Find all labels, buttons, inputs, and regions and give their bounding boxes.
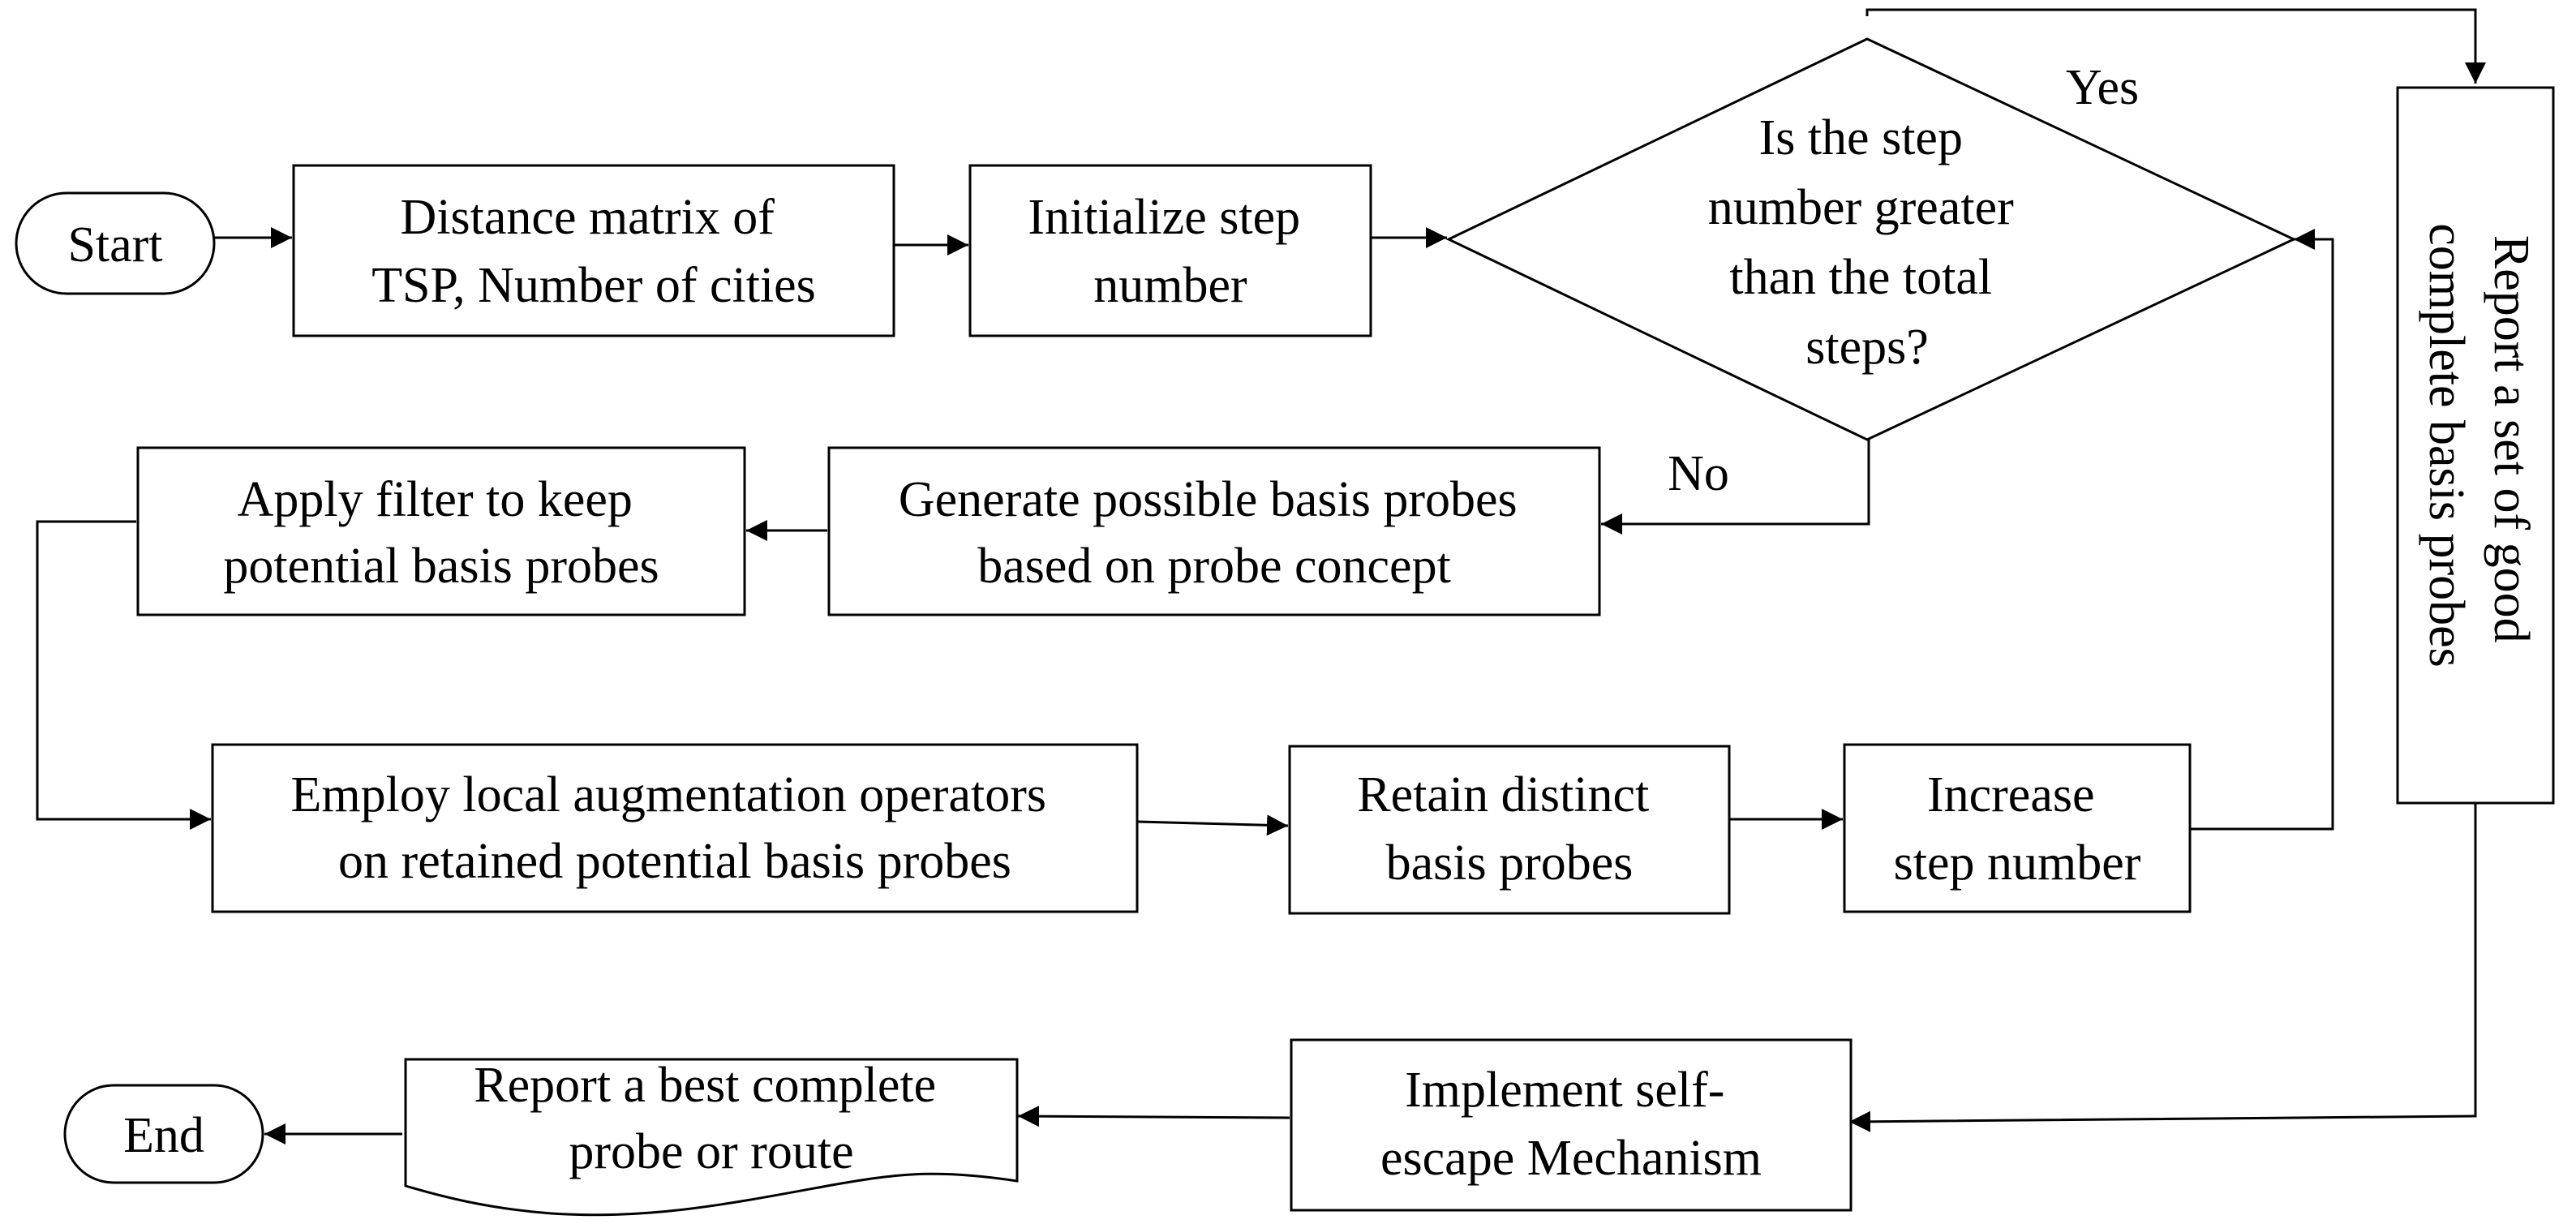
arrow-increase-to-decision bbox=[2190, 229, 2334, 831]
svg-text:Initialize step number: Initialize step number bbox=[1028, 190, 1312, 313]
arrow-decision-no-to-generate bbox=[1601, 440, 1870, 535]
increase-step-box: Increase step number bbox=[1843, 743, 2192, 913]
decision-diamond: Is the step number greater than the tota… bbox=[1445, 37, 2297, 441]
report-best-line-1: Report a best complete bbox=[474, 1058, 936, 1113]
distance-matrix-line-2: TSP, Number of cities bbox=[371, 258, 816, 313]
start-label: Start bbox=[67, 217, 162, 273]
arrow-report-to-self-escape bbox=[1848, 803, 2477, 1132]
increase-step-line-1: Increase bbox=[1927, 767, 2095, 822]
self-escape-line-1: Implement self- bbox=[1405, 1063, 1724, 1118]
yes-label: Yes bbox=[2066, 60, 2139, 115]
generate-probes-box: Generate possible basis probes based on … bbox=[827, 446, 1601, 616]
employ-local-box: Employ local augmentation operators on r… bbox=[211, 743, 1139, 913]
distance-matrix-line-1: Distance matrix of bbox=[401, 190, 775, 245]
apply-filter-box: Apply filter to keep potential basis pro… bbox=[136, 446, 746, 616]
report-best-document: Report a best complete probe or route bbox=[404, 1058, 1019, 1217]
end-terminal: End bbox=[63, 1084, 264, 1184]
arrow-employ-to-retain bbox=[1137, 814, 1289, 836]
start-terminal: Start bbox=[15, 191, 216, 295]
decision-line-4: steps? bbox=[1805, 320, 1929, 375]
report-best-line-2: probe or route bbox=[569, 1124, 853, 1179]
employ-local-line-2: on retained potential basis probes bbox=[338, 834, 1011, 889]
initialize-step-line-1: Initialize step bbox=[1028, 190, 1300, 245]
svg-text:Distance matrix of TSP,: Distance matrix of TSP, Number of cities bbox=[371, 190, 816, 313]
arrow-self-escape-to-report-best bbox=[1017, 1106, 1290, 1127]
svg-text:Employ local augmentation oper: Employ local augmentation operators on r… bbox=[291, 767, 1059, 889]
decision-line-3: than the total bbox=[1729, 250, 1992, 305]
report-good-line-1: Report a set of good bbox=[2484, 235, 2539, 643]
apply-filter-line-2: potential basis probes bbox=[223, 539, 659, 594]
self-escape-box: Implement self- escape Mechanism bbox=[1290, 1038, 1853, 1212]
retain-distinct-line-1: Retain distinct bbox=[1357, 767, 1649, 822]
svg-text:Apply filter to keep pot: Apply filter to keep potential basis pro… bbox=[223, 472, 659, 594]
svg-text:Generate possible basis probes: Generate possible basis probes based on … bbox=[899, 472, 1530, 594]
decision-line-2: number greater bbox=[1708, 180, 2014, 235]
arrow-decision-yes-to-report bbox=[1865, 8, 2486, 84]
report-good-line-2: complete basis probes bbox=[2419, 223, 2474, 668]
generate-probes-line-2: based on probe concept bbox=[977, 539, 1451, 594]
increase-step-line-2: step number bbox=[1894, 835, 2141, 891]
svg-text:Is the step number great: Is the step number greater than the tota… bbox=[1708, 110, 2026, 375]
arrow-filter-to-employ bbox=[36, 520, 211, 830]
svg-text:Increase step number: Increase step number bbox=[1894, 767, 2141, 891]
report-good-probes-box: Report a set of good complete basis prob… bbox=[2396, 86, 2555, 805]
decision-line-1: Is the step bbox=[1759, 110, 1963, 165]
initialize-step-line-2: number bbox=[1093, 258, 1247, 313]
employ-local-line-1: Employ local augmentation operators bbox=[291, 767, 1046, 822]
retain-distinct-line-2: basis probes bbox=[1386, 835, 1634, 891]
end-label: End bbox=[123, 1108, 204, 1163]
distance-matrix-box: Distance matrix of TSP, Number of cities bbox=[292, 164, 895, 337]
svg-text:Implement self- escape M: Implement self- escape Mechanism bbox=[1380, 1063, 1762, 1186]
svg-text:Retain distinct basis pr: Retain distinct basis probes bbox=[1357, 767, 1661, 891]
retain-distinct-box: Retain distinct basis probes bbox=[1288, 745, 1731, 915]
svg-text:Report a set of good co: Report a set of good complete basis prob… bbox=[2419, 223, 2539, 668]
initialize-step-box: Initialize step number bbox=[968, 164, 1372, 337]
self-escape-line-2: escape Mechanism bbox=[1380, 1131, 1762, 1186]
svg-text:Report a best complete p: Report a best complete probe or route bbox=[474, 1058, 948, 1179]
generate-probes-line-1: Generate possible basis probes bbox=[899, 472, 1518, 527]
no-label: No bbox=[1668, 446, 1729, 501]
apply-filter-line-1: Apply filter to keep bbox=[238, 472, 633, 527]
